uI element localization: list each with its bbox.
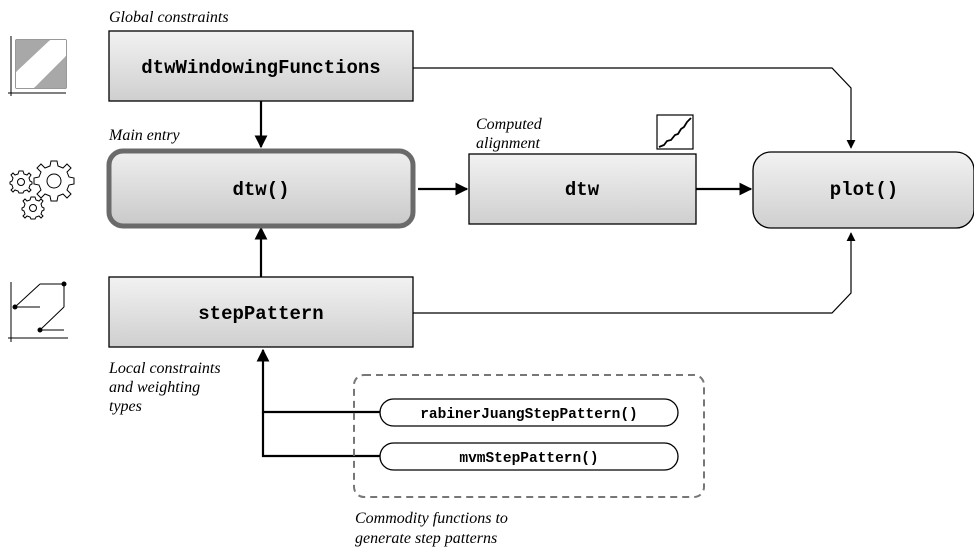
node-dtw-obj-label: dtw xyxy=(565,179,600,201)
annotation-commodity-line1: Commodity functions to xyxy=(355,510,508,527)
node-steppattern-box: stepPattern xyxy=(108,276,414,348)
node-windowing-box: dtwWindowingFunctions xyxy=(108,30,414,102)
node-dtw-obj-box: dtw xyxy=(468,153,697,225)
node-rabiner-label: rabinerJuangStepPattern() xyxy=(420,407,638,423)
commodity-group-frame xyxy=(353,374,705,498)
gear-large xyxy=(33,160,75,202)
annotation-computed-line2: alignment xyxy=(476,135,541,152)
gears-icon xyxy=(9,160,75,220)
annotation-local-line1: Local constraints xyxy=(108,360,221,377)
node-plot-label: plot() xyxy=(830,179,898,201)
annotation-main-entry: Main entry xyxy=(108,127,181,144)
arrow-rabiner-to-steppattern xyxy=(256,348,380,414)
window-constraint-icon xyxy=(8,36,67,96)
gear-small-bottom xyxy=(21,196,45,220)
gear-small-top xyxy=(9,170,33,194)
node-plot-box: plot() xyxy=(752,151,974,229)
node-windowing-label: dtwWindowingFunctions xyxy=(141,57,380,79)
node-steppattern-label: stepPattern xyxy=(198,303,323,325)
arrow-mvm-to-steppattern xyxy=(261,412,380,458)
annotation-global-constraints: Global constraints xyxy=(109,9,229,26)
annotation-local-line2: and weighting xyxy=(109,379,200,396)
node-mvm-label: mvmStepPattern() xyxy=(459,451,598,467)
connectors xyxy=(254,67,856,458)
node-mvm-box: mvmStepPattern() xyxy=(379,442,679,471)
node-dtw-call-box: dtw() xyxy=(106,148,416,229)
arrow-steppattern-to-plot xyxy=(413,232,856,314)
step-pattern-icon xyxy=(8,281,68,342)
node-dtw-call-label: dtw() xyxy=(232,179,289,201)
arrow-windowing-to-plot xyxy=(413,67,856,149)
annotation-local-line3: types xyxy=(109,398,142,415)
alignment-path-icon xyxy=(656,114,694,150)
node-rabiner-box: rabinerJuangStepPattern() xyxy=(379,398,679,427)
annotation-commodity-line2: generate step patterns xyxy=(355,530,497,547)
annotation-computed-line1: Computed xyxy=(476,116,543,133)
